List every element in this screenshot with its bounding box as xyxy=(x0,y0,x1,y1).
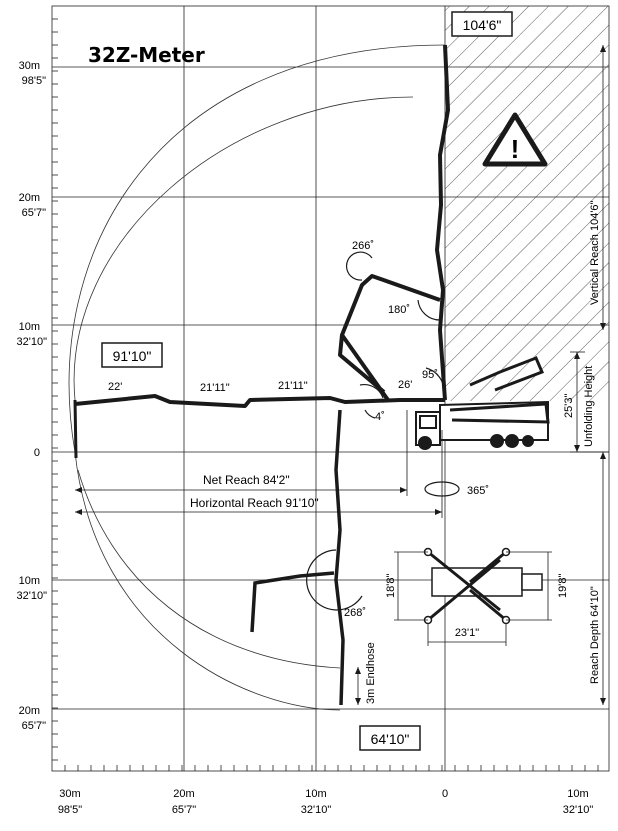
boom-downward-folded xyxy=(250,571,335,633)
x-tick-ft: 65'7" xyxy=(172,804,196,816)
x-tick-m: 10m xyxy=(567,788,588,800)
x-tick-ft: 98'5" xyxy=(58,804,82,816)
horizontal-reach-label: Horizontal Reach 91'10" xyxy=(190,496,319,510)
dimension-lines xyxy=(75,45,609,705)
outrigger-spread: 23'1" xyxy=(455,627,479,639)
vertical-labels: Vertical Reach 104'6" Unfolding Height 2… xyxy=(365,200,601,704)
angle-labels: 266˚ 180˚ 95˚ 4˚ 365˚ 268˚ xyxy=(344,240,489,619)
y-tick-m: 10m xyxy=(19,321,40,333)
y-tick-m: 30m xyxy=(19,60,40,72)
outrigger-top-view xyxy=(394,547,552,646)
boom-end-vertical xyxy=(73,399,78,459)
boom-downward xyxy=(334,409,345,706)
reach-labels: Net Reach 84'2" Horizontal Reach 91'10" xyxy=(190,473,319,510)
y-tick-m: 20m xyxy=(19,192,40,204)
x-tick-m: 20m xyxy=(173,788,194,800)
y-tick-ft: 98'5" xyxy=(22,75,46,87)
section-label-3: 21'11" xyxy=(278,380,308,392)
x-tick-ft: 32'10" xyxy=(301,804,332,816)
diagram-title: 32Z-Meter xyxy=(88,43,205,67)
section-labels: 22' 21'11" 21'11" 26' xyxy=(108,379,412,394)
y-tick-m: 10m xyxy=(19,575,40,587)
angle-4: 4˚ xyxy=(375,411,385,423)
angle-268: 268˚ xyxy=(344,607,366,619)
boom-vertical-mast xyxy=(435,44,450,401)
y-tick-ft: 32'10" xyxy=(17,590,48,602)
y-tick-m: 20m xyxy=(19,705,40,717)
x-axis-labels: 30m 98'5" 20m 65'7" 10m 32'10" 0 10m 32'… xyxy=(58,788,594,816)
x-tick-ft: 32'10" xyxy=(563,804,594,816)
section-label-2: 21'11" xyxy=(200,382,230,394)
bottom-depth-value: 64'10" xyxy=(371,731,410,747)
reach-depth-label: Reach Depth 64'10" xyxy=(589,586,601,684)
outrigger-front-width: 18'8" xyxy=(385,574,397,598)
angle-95: 95˚ xyxy=(422,369,438,381)
dimension-arrowheads xyxy=(75,45,606,705)
bottom-depth-box: 64'10" xyxy=(359,725,421,751)
outrigger-rear-width: 19'8" xyxy=(557,574,569,598)
boom-folded xyxy=(338,274,441,402)
left-reach-value: 91'10" xyxy=(113,348,152,364)
section-label-4: 26' xyxy=(398,379,412,391)
angle-180: 180˚ xyxy=(388,304,410,316)
endhose-label: 3m Endhose xyxy=(365,642,377,704)
y-tick-ft: 32'10" xyxy=(17,336,48,348)
unfolding-height-label: Unfolding Height xyxy=(583,366,595,447)
x-tick-m: 0 xyxy=(442,788,448,800)
reach-arcs xyxy=(68,44,446,711)
warning-triangle-icon: ! xyxy=(482,112,548,167)
x-tick-m: 30m xyxy=(59,788,80,800)
axis-ticks xyxy=(52,18,599,771)
y-tick-ft: 65'7" xyxy=(22,720,46,732)
section-label-1: 22' xyxy=(108,381,122,393)
vertical-reach-label: Vertical Reach 104'6" xyxy=(589,200,601,305)
net-reach-label: Net Reach 84'2" xyxy=(203,473,290,487)
boom-horizontal xyxy=(74,394,445,408)
grid xyxy=(51,5,610,772)
left-reach-box: 91'10" xyxy=(101,342,163,368)
x-tick-m: 10m xyxy=(305,788,326,800)
warning-exclamation: ! xyxy=(511,134,520,164)
y-tick-ft: 65'7" xyxy=(22,207,46,219)
top-height-value: 104'6" xyxy=(463,17,502,33)
unfolding-height-value: 25'3" xyxy=(563,394,575,418)
angle-365: 365˚ xyxy=(467,485,489,497)
truck-side-view xyxy=(415,356,550,450)
top-height-box: 104'6" xyxy=(451,11,513,37)
y-axis-labels: 30m 98'5" 20m 65'7" 10m 32'10" 0 10m 32'… xyxy=(17,60,48,732)
hatched-zone xyxy=(445,6,609,401)
y-tick-m: 0 xyxy=(34,447,40,459)
angle-266: 266˚ xyxy=(352,240,374,252)
